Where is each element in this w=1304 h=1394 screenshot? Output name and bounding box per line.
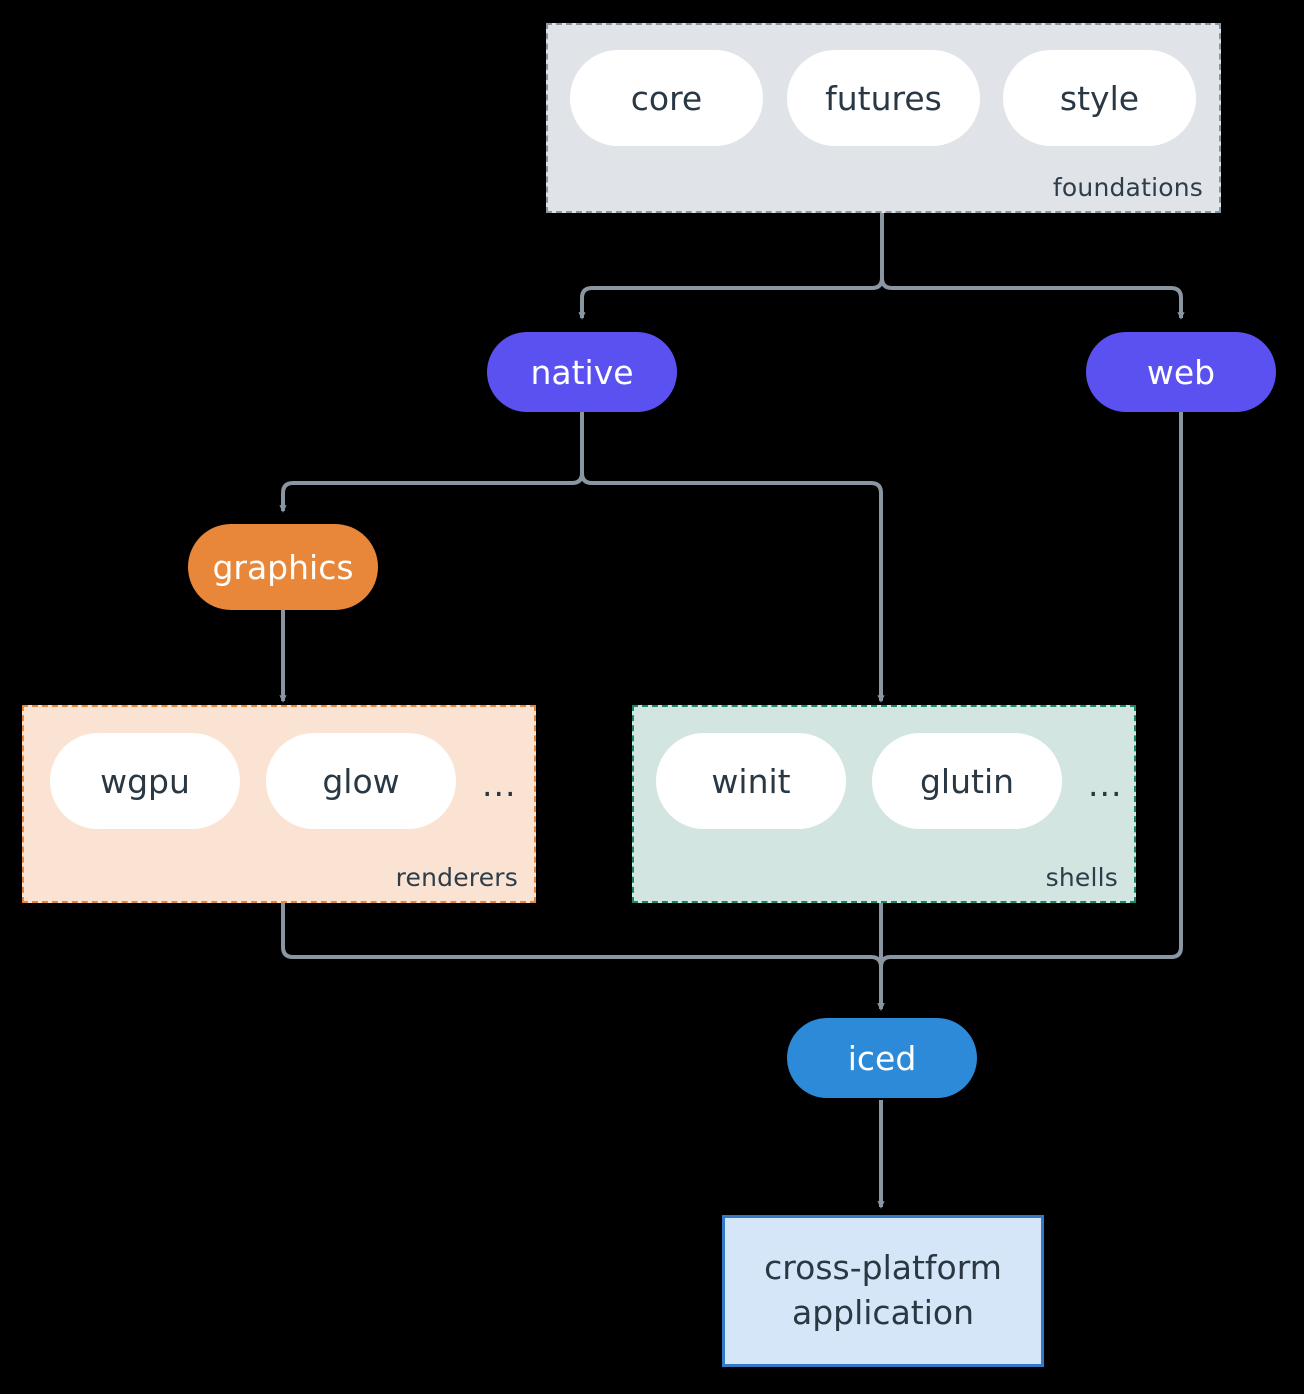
pill-futures[interactable]: futures (787, 50, 980, 146)
node-native-label: native (530, 352, 634, 392)
pill-core-label: core (630, 78, 703, 118)
pill-core[interactable]: core (570, 50, 763, 146)
edge-renderers-iced (281, 903, 885, 1011)
node-graphics[interactable]: graphics (188, 524, 378, 610)
shells-more-indicator: ... (1088, 765, 1123, 804)
node-web[interactable]: web (1086, 332, 1276, 412)
node-iced[interactable]: iced (787, 1018, 977, 1098)
node-native[interactable]: native (487, 332, 677, 412)
pill-futures-label: futures (825, 78, 942, 118)
pill-glow[interactable]: glow (266, 733, 456, 829)
application-label-line2: application (791, 1293, 975, 1332)
cluster-shells-label: shells (1045, 863, 1118, 892)
cluster-renderers-label: renderers (395, 863, 518, 892)
node-graphics-label: graphics (212, 547, 354, 587)
edge-foundations-web (880, 213, 1185, 320)
pill-style[interactable]: style (1003, 50, 1196, 146)
renderers-more-indicator: ... (482, 765, 517, 804)
cluster-foundations-label: foundations (1052, 173, 1203, 202)
edge-foundations-native (578, 213, 884, 320)
application-label-line1: cross-platform (764, 1248, 1002, 1288)
pill-glow-label: glow (322, 761, 400, 801)
pill-wgpu[interactable]: wgpu (50, 733, 240, 829)
node-iced-label: iced (847, 1038, 917, 1078)
pill-style-label: style (1059, 78, 1140, 118)
pill-winit-label: winit (711, 761, 791, 801)
edge-native-shells (580, 412, 885, 703)
pill-glutin-label: glutin (919, 761, 1015, 801)
edge-native-graphics (279, 412, 584, 513)
pill-wgpu-label: wgpu (100, 761, 190, 801)
node-application[interactable]: cross-platform application (722, 1215, 1044, 1367)
node-web-label: web (1146, 352, 1216, 392)
pill-winit[interactable]: winit (656, 733, 846, 829)
pill-glutin[interactable]: glutin (872, 733, 1062, 829)
